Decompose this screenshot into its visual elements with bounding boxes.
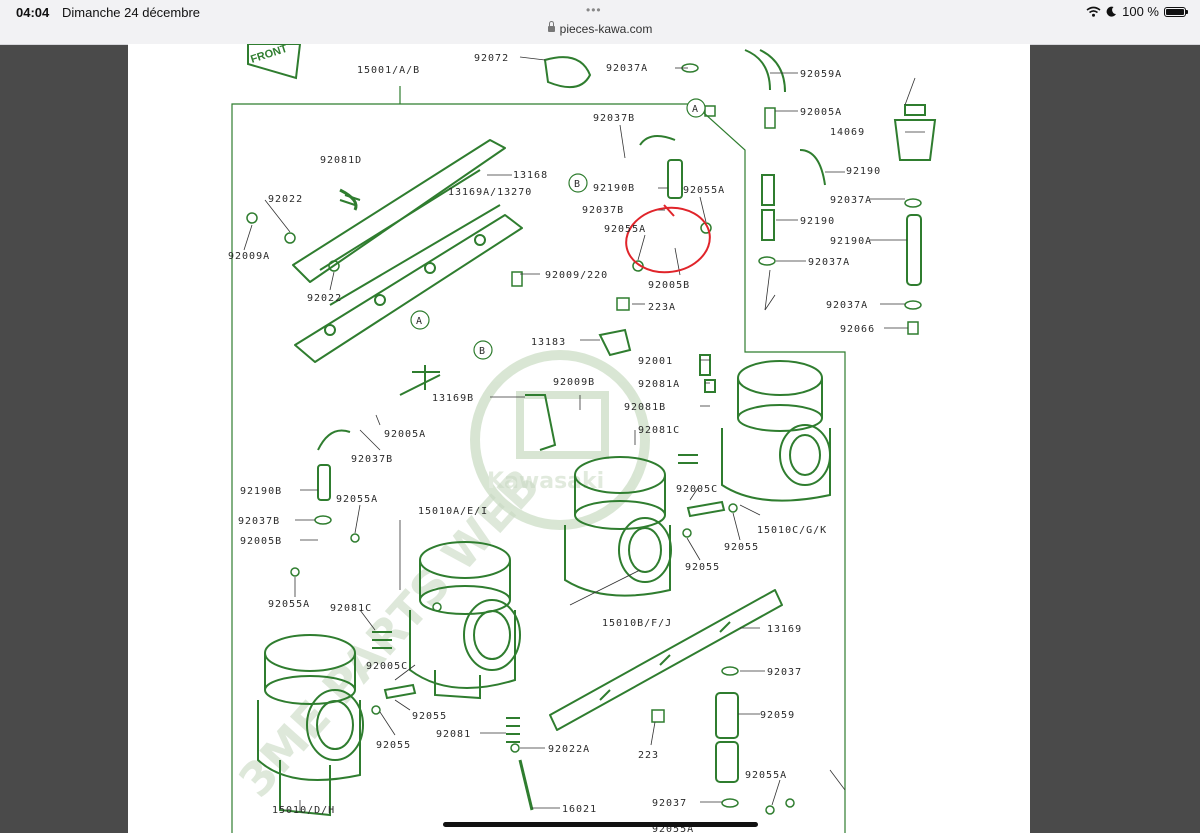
part-label[interactable]: 92081D [320, 155, 362, 166]
part-label[interactable]: 92022A [548, 744, 590, 755]
part-label[interactable]: 92055 [724, 542, 759, 553]
lock-icon [547, 20, 555, 32]
part-label[interactable]: 92055 [412, 711, 447, 722]
address-bar[interactable]: pieces-kawa.com [0, 20, 1200, 36]
part-label[interactable]: 92081B [624, 402, 666, 413]
part-label[interactable]: 92055A [336, 494, 378, 505]
callout-b-2: B [479, 346, 486, 357]
carburetor-1 [257, 634, 364, 817]
part-label[interactable]: 92005A [800, 107, 842, 118]
part-label[interactable]: 92009/220 [545, 270, 608, 281]
home-indicator[interactable] [443, 822, 758, 827]
part-label[interactable]: 14069 [830, 127, 865, 138]
part-label[interactable]: 92009A [228, 251, 270, 262]
part-label[interactable]: 15010/D/H [272, 805, 335, 816]
moon-icon [1106, 6, 1117, 17]
part-label[interactable]: 92055A [683, 185, 725, 196]
part-label[interactable]: 92005A [384, 429, 426, 440]
watermark-logo: Kawasaki [470, 350, 650, 530]
part-label[interactable]: 15001/A/B [357, 65, 420, 76]
fuel-rail-middle [294, 214, 523, 363]
part-label[interactable]: 92055A [604, 224, 646, 235]
clock: 04:04 [16, 5, 50, 20]
part-label[interactable]: 92037 [767, 667, 802, 678]
boundary-line [231, 103, 846, 833]
part-label[interactable]: 92190 [846, 166, 881, 177]
part-label[interactable]: 92081 [436, 729, 471, 740]
part-label[interactable]: 13169B [432, 393, 474, 404]
battery-percent: 100 % [1122, 4, 1159, 19]
part-label[interactable]: 13169 [767, 624, 802, 635]
watermark-logo-text: Kawasaki [487, 469, 604, 494]
part-label[interactable]: 92059 [760, 710, 795, 721]
fuel-rail-lower [549, 589, 783, 731]
part-label[interactable]: 16021 [562, 804, 597, 815]
part-label[interactable]: 92005B [240, 536, 282, 547]
part-label[interactable]: 92037A [826, 300, 868, 311]
carburetor-3 [564, 456, 672, 597]
part-label[interactable]: 92037B [593, 113, 635, 124]
part-label[interactable]: 223A [648, 302, 676, 313]
part-label[interactable]: 92037B [351, 454, 393, 465]
battery-icon [1164, 6, 1188, 17]
status-icons: 100 % [1086, 4, 1188, 19]
part-label[interactable]: 92059A [800, 69, 842, 80]
part-label[interactable]: 92037A [830, 195, 872, 206]
part-label[interactable]: 92037A [606, 63, 648, 74]
part-label[interactable]: 92081C [638, 425, 680, 436]
status-bar: 04:04 Dimanche 24 décembre ••• pieces-ka… [0, 0, 1200, 45]
callout-a-2: A [416, 316, 423, 327]
part-label[interactable]: 92005B [648, 280, 690, 291]
wifi-icon [1086, 6, 1101, 17]
part-label[interactable]: 92081A [638, 379, 680, 390]
date-label: Dimanche 24 décembre [62, 5, 201, 20]
part-label[interactable]: 92055 [376, 740, 411, 751]
part-label[interactable]: 92055A [652, 824, 694, 833]
part-label[interactable]: 92055A [268, 599, 310, 610]
part-label[interactable]: 13168 [513, 170, 548, 181]
part-label[interactable]: 15010A/E/I [418, 506, 488, 517]
part-label[interactable]: 92055A [745, 770, 787, 781]
url-text: pieces-kawa.com [559, 22, 653, 36]
highlight-circle [625, 206, 711, 274]
fuel-rail-upper [292, 139, 506, 283]
part-label[interactable]: 92055 [685, 562, 720, 573]
callout-a-1: A [692, 104, 699, 115]
part-label[interactable]: 15010B/F/J [602, 618, 672, 629]
part-label[interactable]: 223 [638, 750, 659, 761]
part-label[interactable]: 92005C [366, 661, 408, 672]
part-label[interactable]: 92190 [800, 216, 835, 227]
part-label[interactable]: 92190A [830, 236, 872, 247]
carburetor-exploded-diagram: Kawasaki 3ME PARTS WEB FRONT [228, 44, 937, 833]
part-label[interactable]: 92037B [238, 516, 280, 527]
part-label[interactable]: 13183 [531, 337, 566, 348]
part-label[interactable]: 92081C [330, 603, 372, 614]
more-dots-icon[interactable]: ••• [586, 3, 602, 17]
part-label[interactable]: 92037A [808, 257, 850, 268]
carburetor-4 [721, 360, 831, 502]
carburetor-2 [409, 541, 521, 700]
part-label[interactable]: 92009B [553, 377, 595, 388]
part-label[interactable]: 92005C [676, 484, 718, 495]
part-label[interactable]: 92037 [652, 798, 687, 809]
parts-diagram-page: Kawasaki 3ME PARTS WEB FRONT [128, 44, 1030, 833]
part-label[interactable]: 15010C/G/K [757, 525, 827, 536]
part-label[interactable]: 92072 [474, 53, 509, 64]
part-label[interactable]: 92001 [638, 356, 673, 367]
part-label[interactable]: 92066 [840, 324, 875, 335]
part-label[interactable]: 92190B [240, 486, 282, 497]
callout-b-1: B [574, 179, 581, 190]
front-arrow: FRONT [247, 44, 302, 80]
part-label[interactable]: 92022 [307, 293, 342, 304]
part-label[interactable]: 92022 [268, 194, 303, 205]
part-label[interactable]: 92190B [593, 183, 635, 194]
part-label[interactable]: 92037B [582, 205, 624, 216]
part-label[interactable]: 13169A/13270 [448, 187, 532, 198]
